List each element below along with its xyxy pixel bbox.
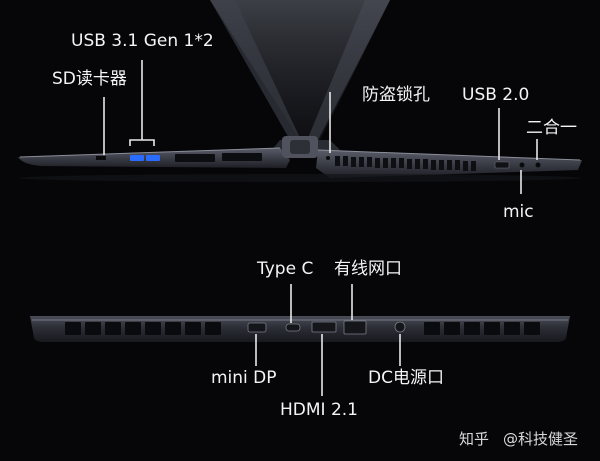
rear-view-chassis <box>30 316 570 342</box>
side-view-leader-lines <box>103 60 538 194</box>
label-usb31: USB 3.1 Gen 1*2 <box>71 31 214 51</box>
side-view-chassis <box>18 136 582 182</box>
label-usb20: USB 2.0 <box>462 85 530 105</box>
label-ethernet: 有线网口 <box>334 259 402 279</box>
rear-view-leader-lines <box>255 284 401 396</box>
label-sd-card-reader: SD读卡器 <box>52 69 127 89</box>
watermark-platform: 知乎 <box>459 430 490 448</box>
label-type-c: Type C <box>257 259 314 279</box>
watermark-handle: @科技健圣 <box>503 430 579 448</box>
label-dc-power: DC电源口 <box>368 368 444 388</box>
label-mini-dp: mini DP <box>211 368 277 388</box>
label-hdmi: HDMI 2.1 <box>280 400 358 420</box>
label-security-lock: 防盗锁孔 <box>362 85 430 105</box>
side-view-lid <box>210 0 390 155</box>
label-mic: mic <box>503 202 534 222</box>
label-combo-jack: 二合一 <box>526 118 577 138</box>
